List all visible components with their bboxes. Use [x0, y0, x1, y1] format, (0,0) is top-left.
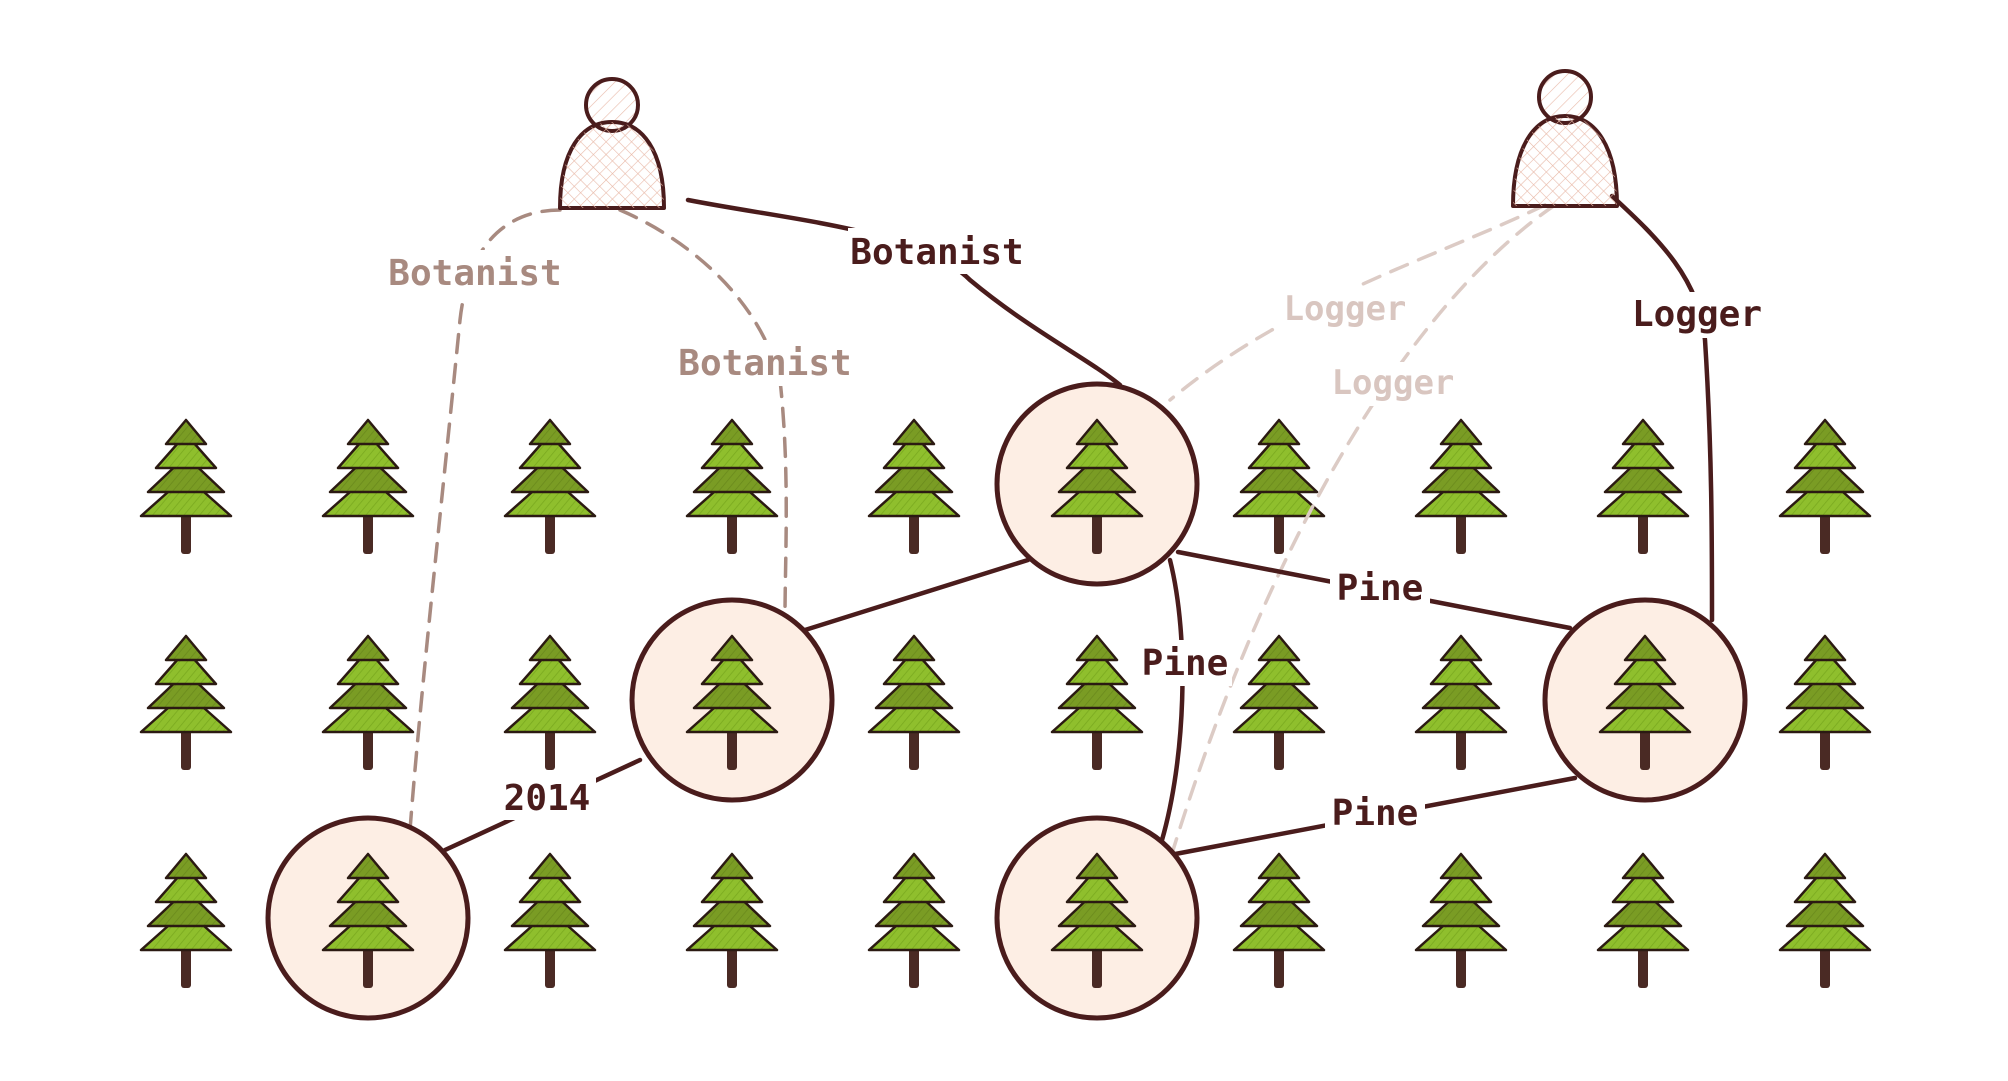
- tree-node-bottom-mid: [994, 815, 1200, 1021]
- edge-logger-solid: [1609, 193, 1715, 623]
- pine-tree-icon: [1232, 852, 1326, 990]
- edge-pine-mid: [1159, 557, 1185, 843]
- pine-tree-icon: [867, 418, 961, 556]
- edge-botanist-dashed-2: [618, 208, 788, 617]
- pine-tree-icon: [503, 418, 597, 556]
- edge-mid-to-top: [802, 557, 1031, 633]
- pine-tree-icon: [685, 418, 779, 556]
- pine-tree-icon: [1778, 418, 1872, 556]
- edge-botanist-dashed-1: [408, 208, 562, 832]
- pine-tree-icon: [1050, 634, 1144, 772]
- pine-tree-icon: [1778, 634, 1872, 772]
- pine-tree-icon: [867, 634, 961, 772]
- label-botanist-solid: Botanist: [850, 232, 1023, 273]
- label-logger-faded-mid: Logger: [1332, 363, 1455, 403]
- highlighted-trees: [265, 381, 1748, 1021]
- pine-tree-icon: [139, 418, 233, 556]
- edge-logger-faded-1: [1168, 203, 1547, 402]
- person-logger: [1511, 69, 1619, 208]
- label-logger-faded-top: Logger: [1284, 289, 1407, 329]
- label-botanist-dashed-right: Botanist: [678, 343, 851, 384]
- pine-tree-icon: [1414, 418, 1508, 556]
- tree-node-mid-left: [629, 597, 835, 803]
- label-pine-mid: Pine: [1142, 643, 1229, 684]
- pine-tree-icon: [867, 852, 961, 990]
- pine-tree-icon: [1778, 852, 1872, 990]
- pine-tree-icon: [139, 634, 233, 772]
- pine-tree-icon: [321, 634, 415, 772]
- tree-node-top: [994, 381, 1200, 587]
- pine-tree-icon: [1596, 418, 1690, 556]
- person-icon: [558, 77, 666, 210]
- label-botanist-dashed-left: Botanist: [388, 253, 561, 294]
- edge-labels: Botanist Botanist Botanist Logger Logger…: [385, 228, 1765, 836]
- label-logger-solid: Logger: [1632, 294, 1762, 335]
- pine-tree-icon: [1232, 634, 1326, 772]
- pine-tree-icon: [1232, 418, 1326, 556]
- pine-tree-icon: [1414, 852, 1508, 990]
- person-icon: [1511, 69, 1619, 208]
- tree-node-mid-right: [1542, 597, 1748, 803]
- pine-tree-icon: [503, 634, 597, 772]
- edge-logger-faded-2: [1168, 203, 1557, 862]
- pine-tree-icon: [685, 852, 779, 990]
- pine-tree-icon: [321, 418, 415, 556]
- pine-tree-icon: [1414, 634, 1508, 772]
- pine-tree-icon: [503, 852, 597, 990]
- label-pine-top: Pine: [1337, 568, 1424, 609]
- pine-tree-icon: [139, 852, 233, 990]
- label-year: 2014: [504, 778, 591, 819]
- label-pine-bottom: Pine: [1332, 793, 1419, 834]
- pine-tree-icon: [1596, 852, 1690, 990]
- person-botanist: [558, 77, 666, 210]
- tree-node-bottom-left: [265, 815, 471, 1021]
